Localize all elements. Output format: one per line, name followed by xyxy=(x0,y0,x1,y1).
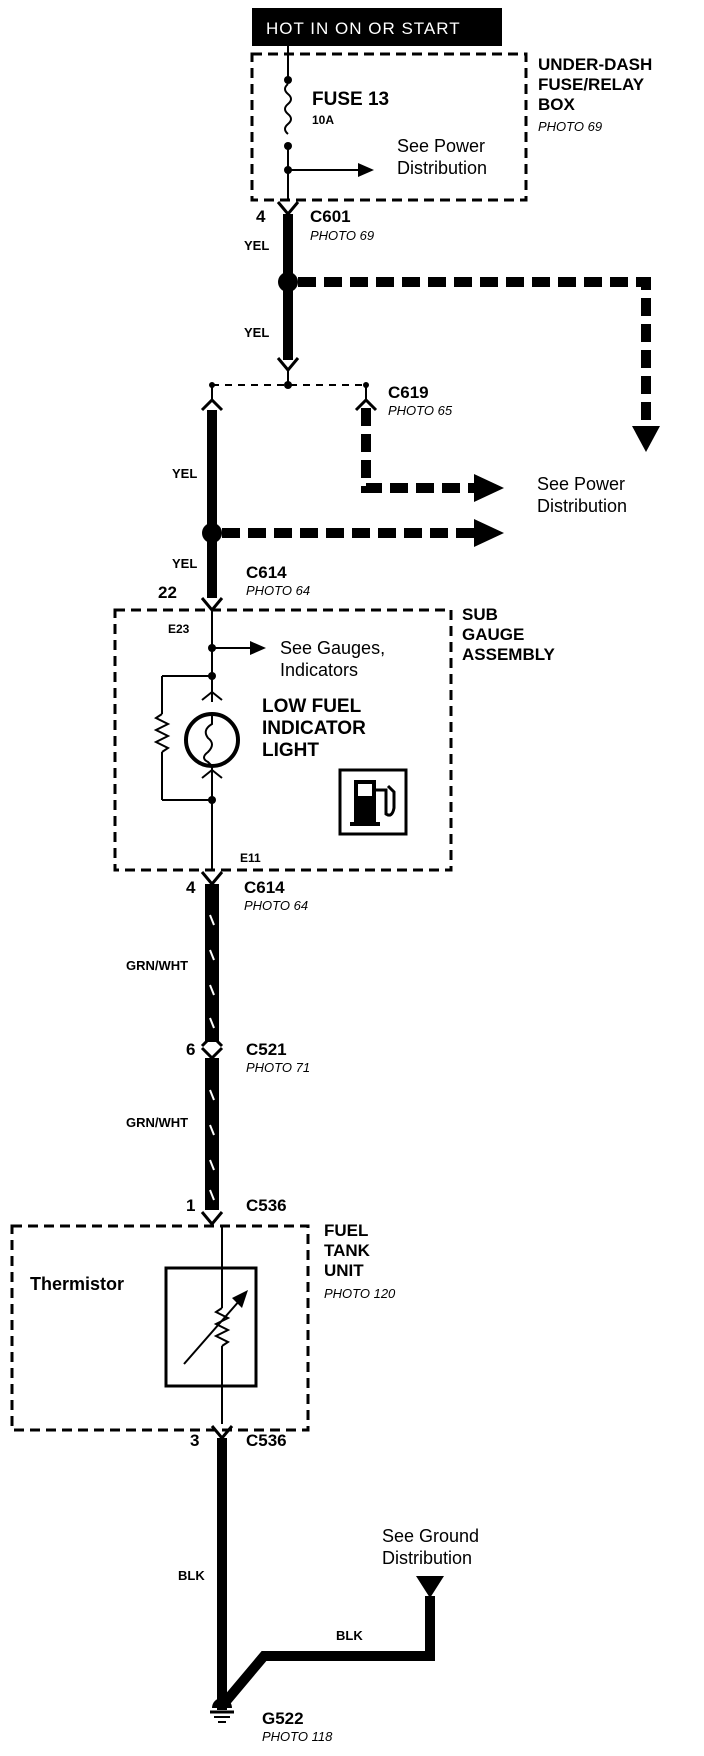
c536-bot-name: C536 xyxy=(246,1431,287,1450)
gauge-assembly-outline xyxy=(113,608,453,872)
fuse-name: FUSE 13 xyxy=(312,89,389,110)
fuse-top-node xyxy=(284,76,292,84)
c521-top-connector xyxy=(200,1033,224,1048)
grnwht-label-2: GRN/WHT xyxy=(126,1115,188,1130)
c614-top-connector xyxy=(200,597,224,613)
pin-e23: E23 xyxy=(168,622,190,636)
c536-top-name: C536 xyxy=(246,1196,287,1215)
blk-label-2: BLK xyxy=(336,1628,363,1643)
yel-label-2: YEL xyxy=(244,325,269,340)
fuse-box-name-l1: UNDER-DASH xyxy=(538,55,652,74)
thermistor-box xyxy=(164,1266,258,1388)
c521-pin: 6 xyxy=(186,1040,195,1059)
grnwht-stripes-1 xyxy=(209,914,215,1029)
c601-name: C601 xyxy=(310,207,351,226)
pin-e11: E11 xyxy=(240,851,261,865)
c536-bot-connector xyxy=(210,1425,234,1441)
bulb-filament xyxy=(203,714,213,767)
fuse-box-name-l2: FUSE/RELAY xyxy=(538,75,645,94)
resistor-icon xyxy=(153,713,171,753)
bulb-top-connector xyxy=(201,690,223,701)
fuel-tank-outline xyxy=(10,1224,310,1432)
c614-bot-connector xyxy=(200,871,224,887)
ground-distribution-arrow-icon xyxy=(416,1576,444,1598)
see-power-distribution-2: See Power Distribution xyxy=(537,474,630,516)
yel-label-4: YEL xyxy=(172,556,197,571)
c619-right-connector xyxy=(354,397,378,412)
splice-2 xyxy=(202,523,222,543)
light-label: LOW FUEL INDICATOR LIGHT xyxy=(262,696,371,761)
thermistor-variable-arrow xyxy=(183,1299,241,1365)
c601-pin: 4 xyxy=(256,207,266,226)
fuse-box-photo: PHOTO 69 xyxy=(538,119,602,134)
gauge-assembly-name: SUB GAUGE ASSEMBLY xyxy=(462,605,556,664)
fuel-tank-name: FUEL TANK UNIT xyxy=(324,1221,375,1280)
c521-photo: PHOTO 71 xyxy=(246,1060,310,1075)
splice-1 xyxy=(278,272,298,292)
c521-name: C521 xyxy=(246,1040,287,1059)
yel-label-1: YEL xyxy=(244,238,269,253)
c601-connector xyxy=(276,201,300,217)
fuel-tank-photo: PHOTO 120 xyxy=(324,1286,396,1301)
ground-photo: PHOTO 118 xyxy=(262,1729,333,1744)
grnwht-label-1: GRN/WHT xyxy=(126,958,188,973)
arrow-right-icon-2 xyxy=(474,474,504,502)
fuse-element xyxy=(284,83,292,135)
arrow-diagonal-icon xyxy=(232,1290,248,1308)
see-gauges-indicators: See Gauges, Indicators xyxy=(280,638,390,680)
ground-name: G522 xyxy=(262,1709,304,1728)
c619-left-connector xyxy=(200,397,224,412)
arrow-right-icon-4 xyxy=(250,641,266,655)
c619-photo: PHOTO 65 xyxy=(388,403,453,418)
c536-top-connector xyxy=(200,1211,224,1227)
power-source-box xyxy=(252,8,502,46)
thermistor-label: Thermistor xyxy=(30,1274,124,1294)
fuse-box-name-l3: BOX xyxy=(538,95,576,114)
arrow-right-icon xyxy=(358,163,374,177)
c601-photo: PHOTO 69 xyxy=(310,228,374,243)
see-power-distribution-1: See Power Distribution xyxy=(397,136,490,178)
grnwht-stripes-2 xyxy=(209,1089,215,1201)
fuse-box-outline xyxy=(250,52,528,202)
c614-top-pin: 22 xyxy=(158,583,177,602)
c614-bot-name: C614 xyxy=(244,878,285,897)
c619-right-branch xyxy=(361,408,475,493)
blk-label-1: BLK xyxy=(178,1568,205,1583)
c614-top-photo: PHOTO 64 xyxy=(246,583,310,598)
c614-bot-photo: PHOTO 64 xyxy=(244,898,308,913)
arrow-right-icon-3 xyxy=(474,519,504,547)
c614-top-name: C614 xyxy=(246,563,287,582)
c536-bot-pin: 3 xyxy=(190,1431,199,1450)
fuel-pump-icon xyxy=(338,768,408,836)
power-source-label: HOT IN ON OR START xyxy=(266,19,461,38)
c614-bot-pin: 4 xyxy=(186,878,196,897)
c536-top-pin: 1 xyxy=(186,1196,195,1215)
fuse-box-name: UNDER-DASH FUSE/RELAY BOX xyxy=(538,55,657,114)
fuse-rating: 10A xyxy=(312,113,334,127)
see-ground-distribution: See Ground Distribution xyxy=(382,1526,484,1568)
blk-wire-2 xyxy=(218,1596,435,1710)
thermistor-icon xyxy=(213,1307,231,1347)
yel-label-3: YEL xyxy=(172,466,197,481)
ground-icon xyxy=(210,1698,234,1723)
c619-name: C619 xyxy=(388,383,429,402)
c521-bottom-connector xyxy=(200,1046,224,1061)
arrow-down-icon xyxy=(632,426,660,452)
yel-branch-right xyxy=(298,277,651,430)
